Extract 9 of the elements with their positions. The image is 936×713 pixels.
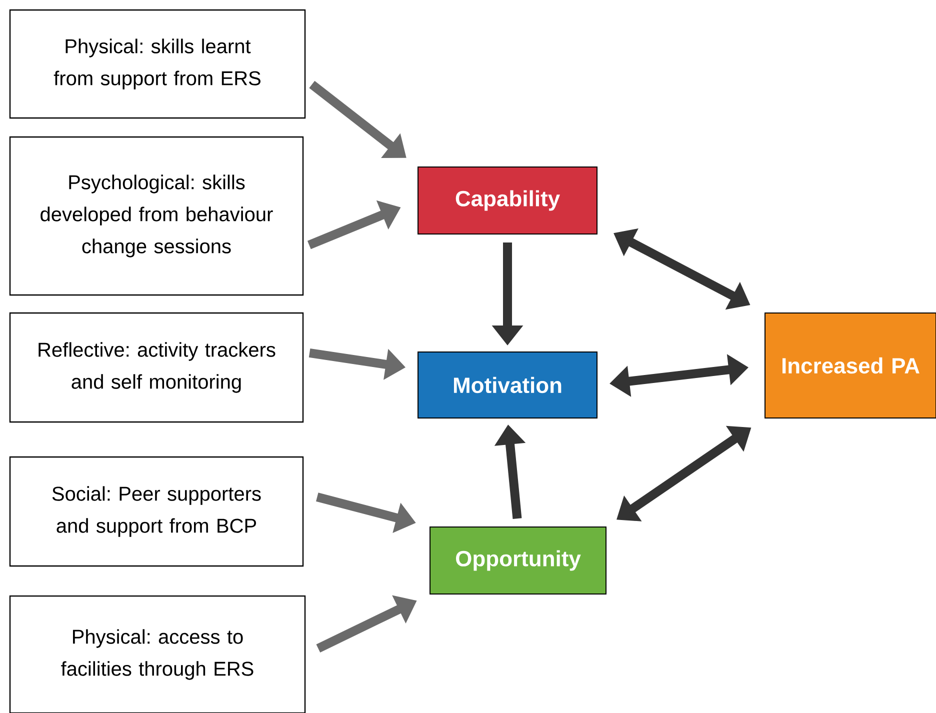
- text-box: Reflective: activity trackers and self monitoring: [9, 312, 304, 423]
- text-box: Physical: skills learnt from support from ERS: [9, 9, 306, 119]
- text-box: Physical: access to facilities through ERS: [9, 595, 306, 713]
- text-box: Psychological: skills developed from behaviour change sessions: [9, 136, 304, 296]
- concept-box: Opportunity: [430, 526, 606, 594]
- concept-box: Capability: [418, 166, 598, 234]
- concept-box: Increased PA: [764, 312, 936, 418]
- concept-box: Motivation: [418, 352, 598, 418]
- text-box: Social: Peer supporters and support from BCP: [9, 456, 304, 567]
